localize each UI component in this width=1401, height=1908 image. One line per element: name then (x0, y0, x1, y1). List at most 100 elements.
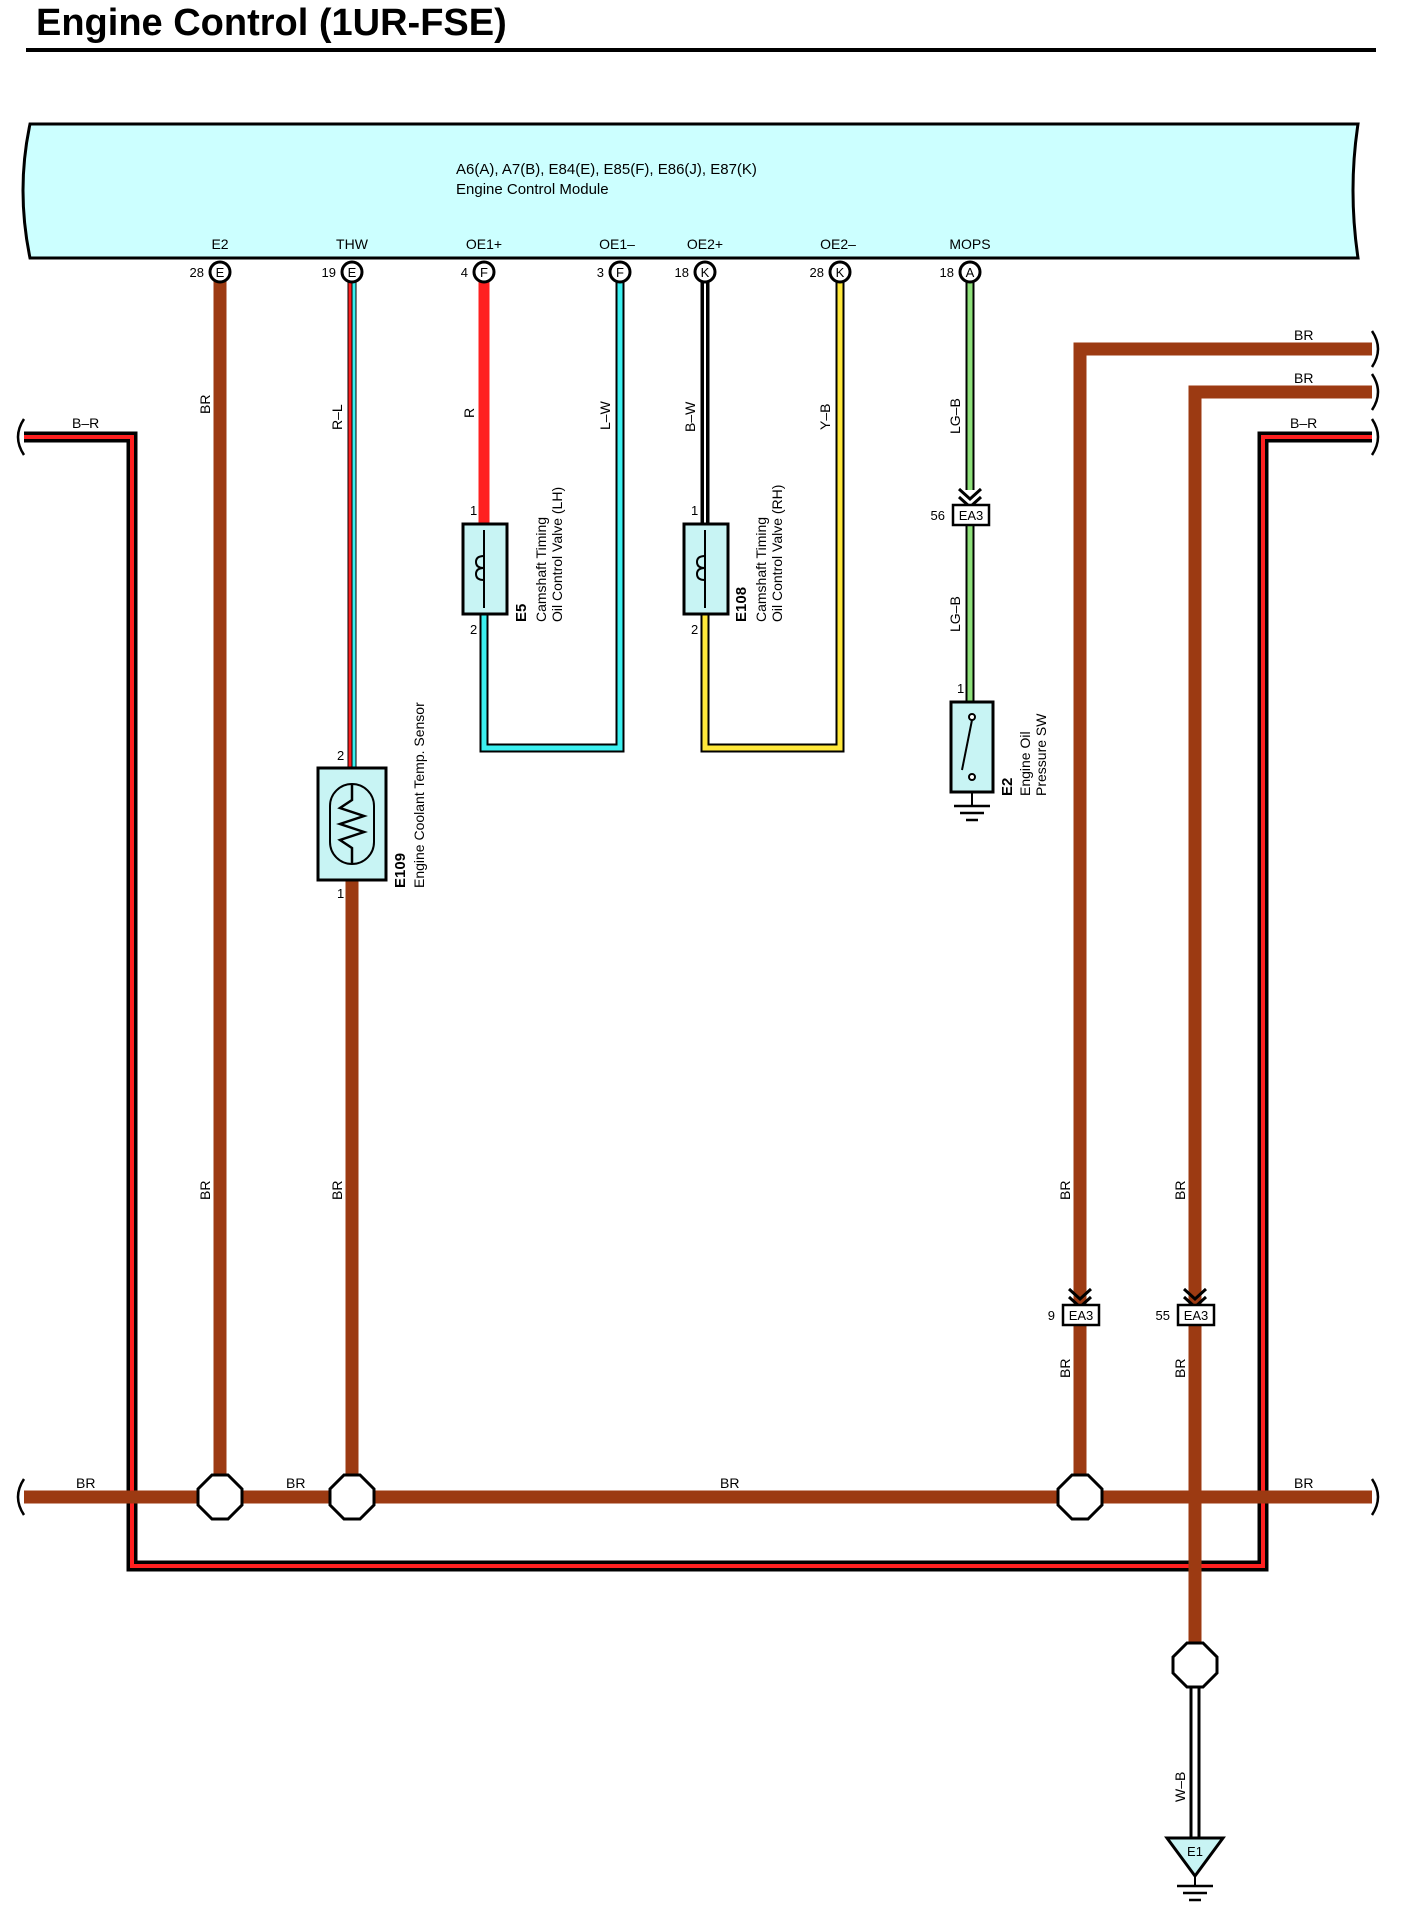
svg-text:Pressure SW: Pressure SW (1033, 713, 1049, 796)
e5-oil-control-valve: 1 2 E5 Camshaft Timing Oil Control Valve… (461, 487, 565, 637)
ground-icon (1177, 1884, 1213, 1902)
wire-break-marks (16, 330, 1380, 1516)
svg-text:Camshaft Timing: Camshaft Timing (533, 517, 549, 622)
svg-text:EA3: EA3 (1069, 1308, 1094, 1323)
svg-text:Engine Oil: Engine Oil (1017, 731, 1033, 796)
svg-text:BR: BR (1057, 1181, 1073, 1200)
oe2-minus-wire (700, 272, 845, 753)
svg-text:18: 18 (675, 265, 689, 280)
thw-wire (345, 272, 359, 1497)
pin-name: THW (336, 236, 369, 252)
svg-text:E1: E1 (1187, 1844, 1203, 1859)
svg-text:1: 1 (470, 503, 477, 518)
splice-node (328, 1473, 376, 1521)
coil-icon (695, 555, 706, 581)
pin-name: OE2+ (687, 236, 723, 252)
pin-name: OE2– (820, 236, 856, 252)
wire-labels: BR BR R–L BR R L–W B–W Y–B LG–B LG–B BR … (72, 327, 1317, 1802)
ground-icon (954, 804, 990, 822)
svg-text:F: F (480, 265, 488, 280)
svg-text:2: 2 (691, 622, 698, 637)
svg-text:4: 4 (461, 265, 468, 280)
svg-text:BR: BR (1172, 1181, 1188, 1200)
svg-text:2: 2 (337, 748, 344, 763)
svg-text:B–R: B–R (1290, 415, 1317, 431)
svg-text:E108: E108 (733, 587, 750, 622)
junction-connector-55: EA3 55 (1156, 1287, 1216, 1327)
svg-text:E109: E109 (392, 853, 409, 888)
svg-text:BR: BR (1172, 1359, 1188, 1378)
svg-text:R: R (461, 408, 477, 418)
ground-point-e1: E1 (1164, 1836, 1226, 1902)
pin-name: OE1– (599, 236, 635, 252)
svg-text:2: 2 (470, 622, 477, 637)
e2-oil-pressure-switch: 1 E2 Engine Oil Pressure SW (949, 681, 1049, 822)
splice-node (196, 1473, 244, 1521)
svg-text:R–L: R–L (329, 404, 345, 430)
svg-text:1: 1 (691, 503, 698, 518)
svg-text:F: F (616, 265, 624, 280)
pin-name: E2 (211, 236, 228, 252)
svg-text:Camshaft Timing: Camshaft Timing (753, 517, 769, 622)
title-rule (26, 48, 1376, 52)
svg-text:L–W: L–W (597, 400, 613, 430)
svg-text:Oil Control Valve (LH): Oil Control Valve (LH) (549, 487, 565, 622)
svg-text:3: 3 (597, 265, 604, 280)
splice-node (1171, 1641, 1219, 1689)
svg-text:W–B: W–B (1172, 1772, 1188, 1802)
svg-text:E: E (216, 265, 225, 280)
resistor-icon (336, 784, 368, 864)
svg-text:18: 18 (940, 265, 954, 280)
svg-text:1: 1 (957, 681, 964, 696)
svg-text:9: 9 (1048, 1308, 1055, 1323)
svg-text:28: 28 (190, 265, 204, 280)
svg-text:55: 55 (1156, 1308, 1170, 1323)
right-br-wire-1 (1073, 342, 1372, 1305)
svg-text:Y–B: Y–B (817, 404, 833, 430)
svg-text:BR: BR (197, 1181, 213, 1200)
svg-text:LG–B: LG–B (947, 596, 963, 632)
svg-text:BR: BR (76, 1475, 95, 1491)
pin-name: MOPS (949, 236, 990, 252)
svg-text:BR: BR (197, 395, 213, 414)
svg-text:Oil Control Valve (RH): Oil Control Valve (RH) (769, 485, 785, 622)
ecm-connectors-text: A6(A), A7(B), E84(E), E85(F), E86(J), E8… (456, 161, 757, 178)
svg-text:E: E (348, 265, 357, 280)
svg-text:K: K (701, 265, 710, 280)
svg-text:EA3: EA3 (1184, 1308, 1209, 1323)
svg-text:19: 19 (322, 265, 336, 280)
pin-name: OE1+ (466, 236, 502, 252)
e109-coolant-temp-sensor: 2 1 E109 Engine Coolant Temp. Sensor (316, 702, 427, 901)
svg-text:B–R: B–R (72, 415, 99, 431)
coil-icon (474, 555, 485, 581)
e108-oil-control-valve: 1 2 E108 Camshaft Timing Oil Control Val… (682, 485, 785, 637)
br-loop-wire (24, 431, 1372, 1572)
svg-text:BR: BR (286, 1475, 305, 1491)
svg-text:BR: BR (720, 1475, 739, 1491)
svg-text:BR: BR (1057, 1359, 1073, 1378)
svg-text:B–W: B–W (682, 401, 698, 432)
junction-connector-9: EA3 9 (1048, 1287, 1101, 1327)
svg-text:56: 56 (931, 508, 945, 523)
ecm-box (21, 122, 1360, 260)
svg-text:BR: BR (329, 1181, 345, 1200)
svg-text:E5: E5 (513, 604, 530, 622)
switch-icon (961, 713, 976, 781)
splice-node (1056, 1473, 1104, 1521)
svg-text:Engine Coolant Temp. Sensor: Engine Coolant Temp. Sensor (411, 702, 427, 888)
svg-text:E2: E2 (999, 778, 1016, 796)
right-br-wire-2 (1188, 385, 1372, 1305)
splice-nodes (196, 1473, 1219, 1689)
svg-text:LG–B: LG–B (947, 398, 963, 434)
junction-connector-56: EA3 56 (931, 487, 991, 527)
pin-terminals: E 28 E 19 F 4 F 3 K 18 K 28 A 18 (190, 260, 982, 284)
svg-text:BR: BR (1294, 327, 1313, 343)
svg-text:BR: BR (1294, 370, 1313, 386)
svg-text:1: 1 (337, 886, 344, 901)
svg-text:A: A (966, 265, 975, 280)
page-title: Engine Control (1UR-FSE) (36, 2, 507, 44)
ecm-name-text: Engine Control Module (456, 181, 609, 198)
svg-text:BR: BR (1294, 1475, 1313, 1491)
